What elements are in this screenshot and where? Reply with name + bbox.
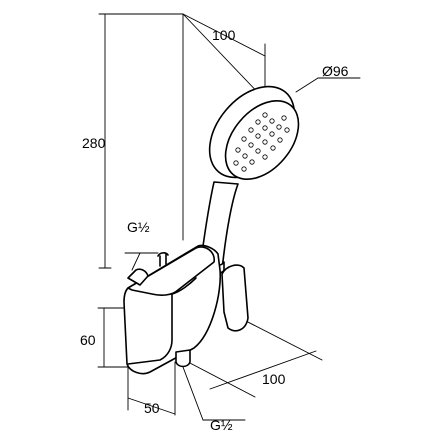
wall-bracket <box>123 244 249 375</box>
label-width-top: 100 <box>212 27 236 43</box>
shower-nozzles <box>233 112 290 172</box>
head-top-extension <box>182 13 266 101</box>
thread-bottom-leader <box>182 366 204 421</box>
label-bracket-width: 50 <box>144 400 160 416</box>
top-stub <box>157 252 169 267</box>
hand-shower <box>197 85 300 275</box>
label-thread-bottom: G½ <box>210 417 233 433</box>
label-bracket-depth: 100 <box>262 371 286 387</box>
label-height: 280 <box>82 135 106 151</box>
thread-nipple-left <box>127 268 149 286</box>
thread-left-leader <box>131 252 141 271</box>
label-thread-left: G½ <box>127 219 150 235</box>
bracket-depth-dimension-line <box>209 350 317 390</box>
diameter-leader-line <box>295 77 319 93</box>
dimension-labels: 100 Ø96 280 G½ 60 100 50 G½ <box>80 27 349 433</box>
wall-bracket-plate <box>221 264 249 332</box>
thread-nipple-bottom <box>175 349 191 368</box>
dimension-lines <box>97 13 361 421</box>
wall-bracket-top-face <box>127 246 215 296</box>
wall-bracket-side-edge <box>171 277 197 295</box>
bracket-depth-extension-right <box>239 317 323 361</box>
bracket-depth-extension-left <box>187 361 256 398</box>
bracket-width-dimension-line <box>127 397 176 415</box>
wall-bracket-front-edge <box>127 293 173 365</box>
label-bracket-height: 60 <box>80 332 96 348</box>
shower-head-face <box>224 100 300 180</box>
top-width-dimension-line <box>182 13 266 57</box>
label-head-diameter: Ø96 <box>322 63 349 79</box>
